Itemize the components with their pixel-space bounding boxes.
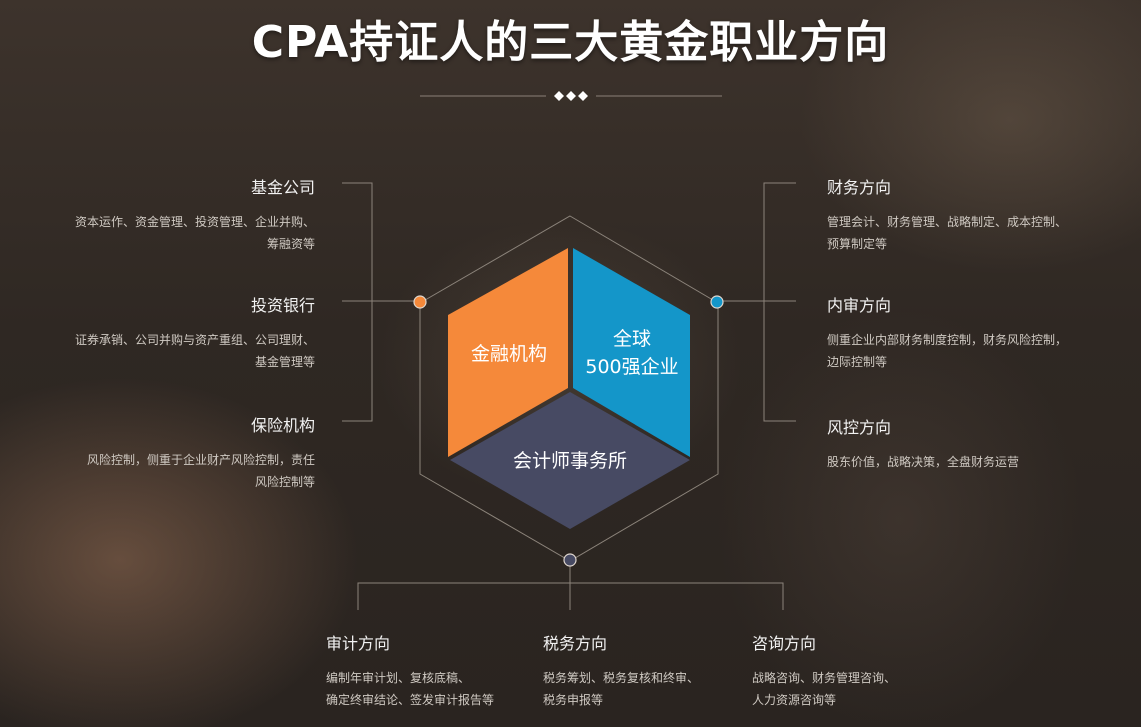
bottom-bracket <box>357 561 784 610</box>
page-title: CPA持证人的三大黄金职业方向 <box>251 17 890 68</box>
face-accounting-firms <box>450 392 690 529</box>
dot-left <box>413 295 427 309</box>
item-desc-line: 资本运作、资金管理、投资管理、企业并购、 <box>74 215 315 229</box>
label-financial-institutions: 金融机构 <box>471 343 547 365</box>
item-desc-line: 风险控制等 <box>254 475 315 489</box>
item-desc-line: 税务筹划、税务复核和终审、 <box>543 671 700 685</box>
item-desc-line: 确定终审结论、签发审计报告等 <box>326 693 495 707</box>
item-heading: 基金公司 <box>250 178 315 197</box>
right-item-internal-audit: 内审方向 侧重企业内部财务制度控制，财务风险控制， 边际控制等 <box>827 292 1127 373</box>
item-heading: 税务方向 <box>543 634 608 653</box>
dot-right <box>710 295 724 309</box>
item-desc-line: 筹融资等 <box>266 237 315 251</box>
right-item-risk-control: 风控方向 股东价值，战略决策，全盘财务运营 <box>827 414 1127 473</box>
face-global-500 <box>573 248 690 457</box>
item-heading: 风控方向 <box>827 418 892 437</box>
title-divider <box>420 91 722 101</box>
item-desc-line: 股东价值，战略决策，全盘财务运营 <box>827 455 1020 469</box>
bottom-item-tax: 税务方向 税务筹划、税务复核和终审、 税务申报等 <box>543 630 743 711</box>
item-heading: 内审方向 <box>827 296 892 315</box>
face-financial-institutions <box>448 248 568 457</box>
item-heading: 保险机构 <box>250 416 315 435</box>
item-heading: 审计方向 <box>326 634 391 653</box>
item-heading: 财务方向 <box>827 178 892 197</box>
item-heading: 咨询方向 <box>752 634 817 653</box>
item-desc-line: 战略咨询、财务管理咨询、 <box>752 671 897 685</box>
dot-bottom <box>563 553 577 567</box>
item-desc-line: 人力资源咨询等 <box>752 693 837 707</box>
item-desc-line: 基金管理等 <box>254 355 315 369</box>
bottom-item-consulting: 咨询方向 战略咨询、财务管理咨询、 人力资源咨询等 <box>752 630 952 711</box>
left-item-ibank: 投资银行 证券承销、公司并购与资产重组、公司理财、 基金管理等 <box>40 292 315 373</box>
item-desc-line: 管理会计、财务管理、战略制定、成本控制、 <box>827 215 1068 229</box>
item-desc-line: 编制年审计划、复核底稿、 <box>326 671 471 685</box>
item-desc-line: 预算制定等 <box>827 237 888 251</box>
left-item-fund: 基金公司 资本运作、资金管理、投资管理、企业并购、 筹融资等 <box>40 174 315 255</box>
item-desc-line: 侧重企业内部财务制度控制，财务风险控制， <box>827 333 1068 347</box>
item-desc-line: 税务申报等 <box>543 693 604 707</box>
item-desc-line: 边际控制等 <box>827 355 888 369</box>
bottom-item-audit: 审计方向 编制年审计划、复核底稿、 确定终审结论、签发审计报告等 <box>326 630 531 711</box>
left-bracket <box>342 182 420 422</box>
label-global: 全球 <box>613 328 651 350</box>
right-item-finance: 财务方向 管理会计、财务管理、战略制定、成本控制、 预算制定等 <box>827 174 1127 255</box>
left-item-insurance: 保险机构 风险控制，侧重于企业财产风险控制，责任 风险控制等 <box>40 412 315 493</box>
item-desc-line: 证券承销、公司并购与资产重组、公司理财、 <box>74 333 315 347</box>
item-desc-line: 风险控制，侧重于企业财产风险控制，责任 <box>86 453 315 467</box>
label-accounting-firms: 会计师事务所 <box>513 450 627 472</box>
label-500-enterprises: 500强企业 <box>585 356 678 378</box>
item-heading: 投资银行 <box>250 296 315 315</box>
right-bracket <box>718 182 796 422</box>
